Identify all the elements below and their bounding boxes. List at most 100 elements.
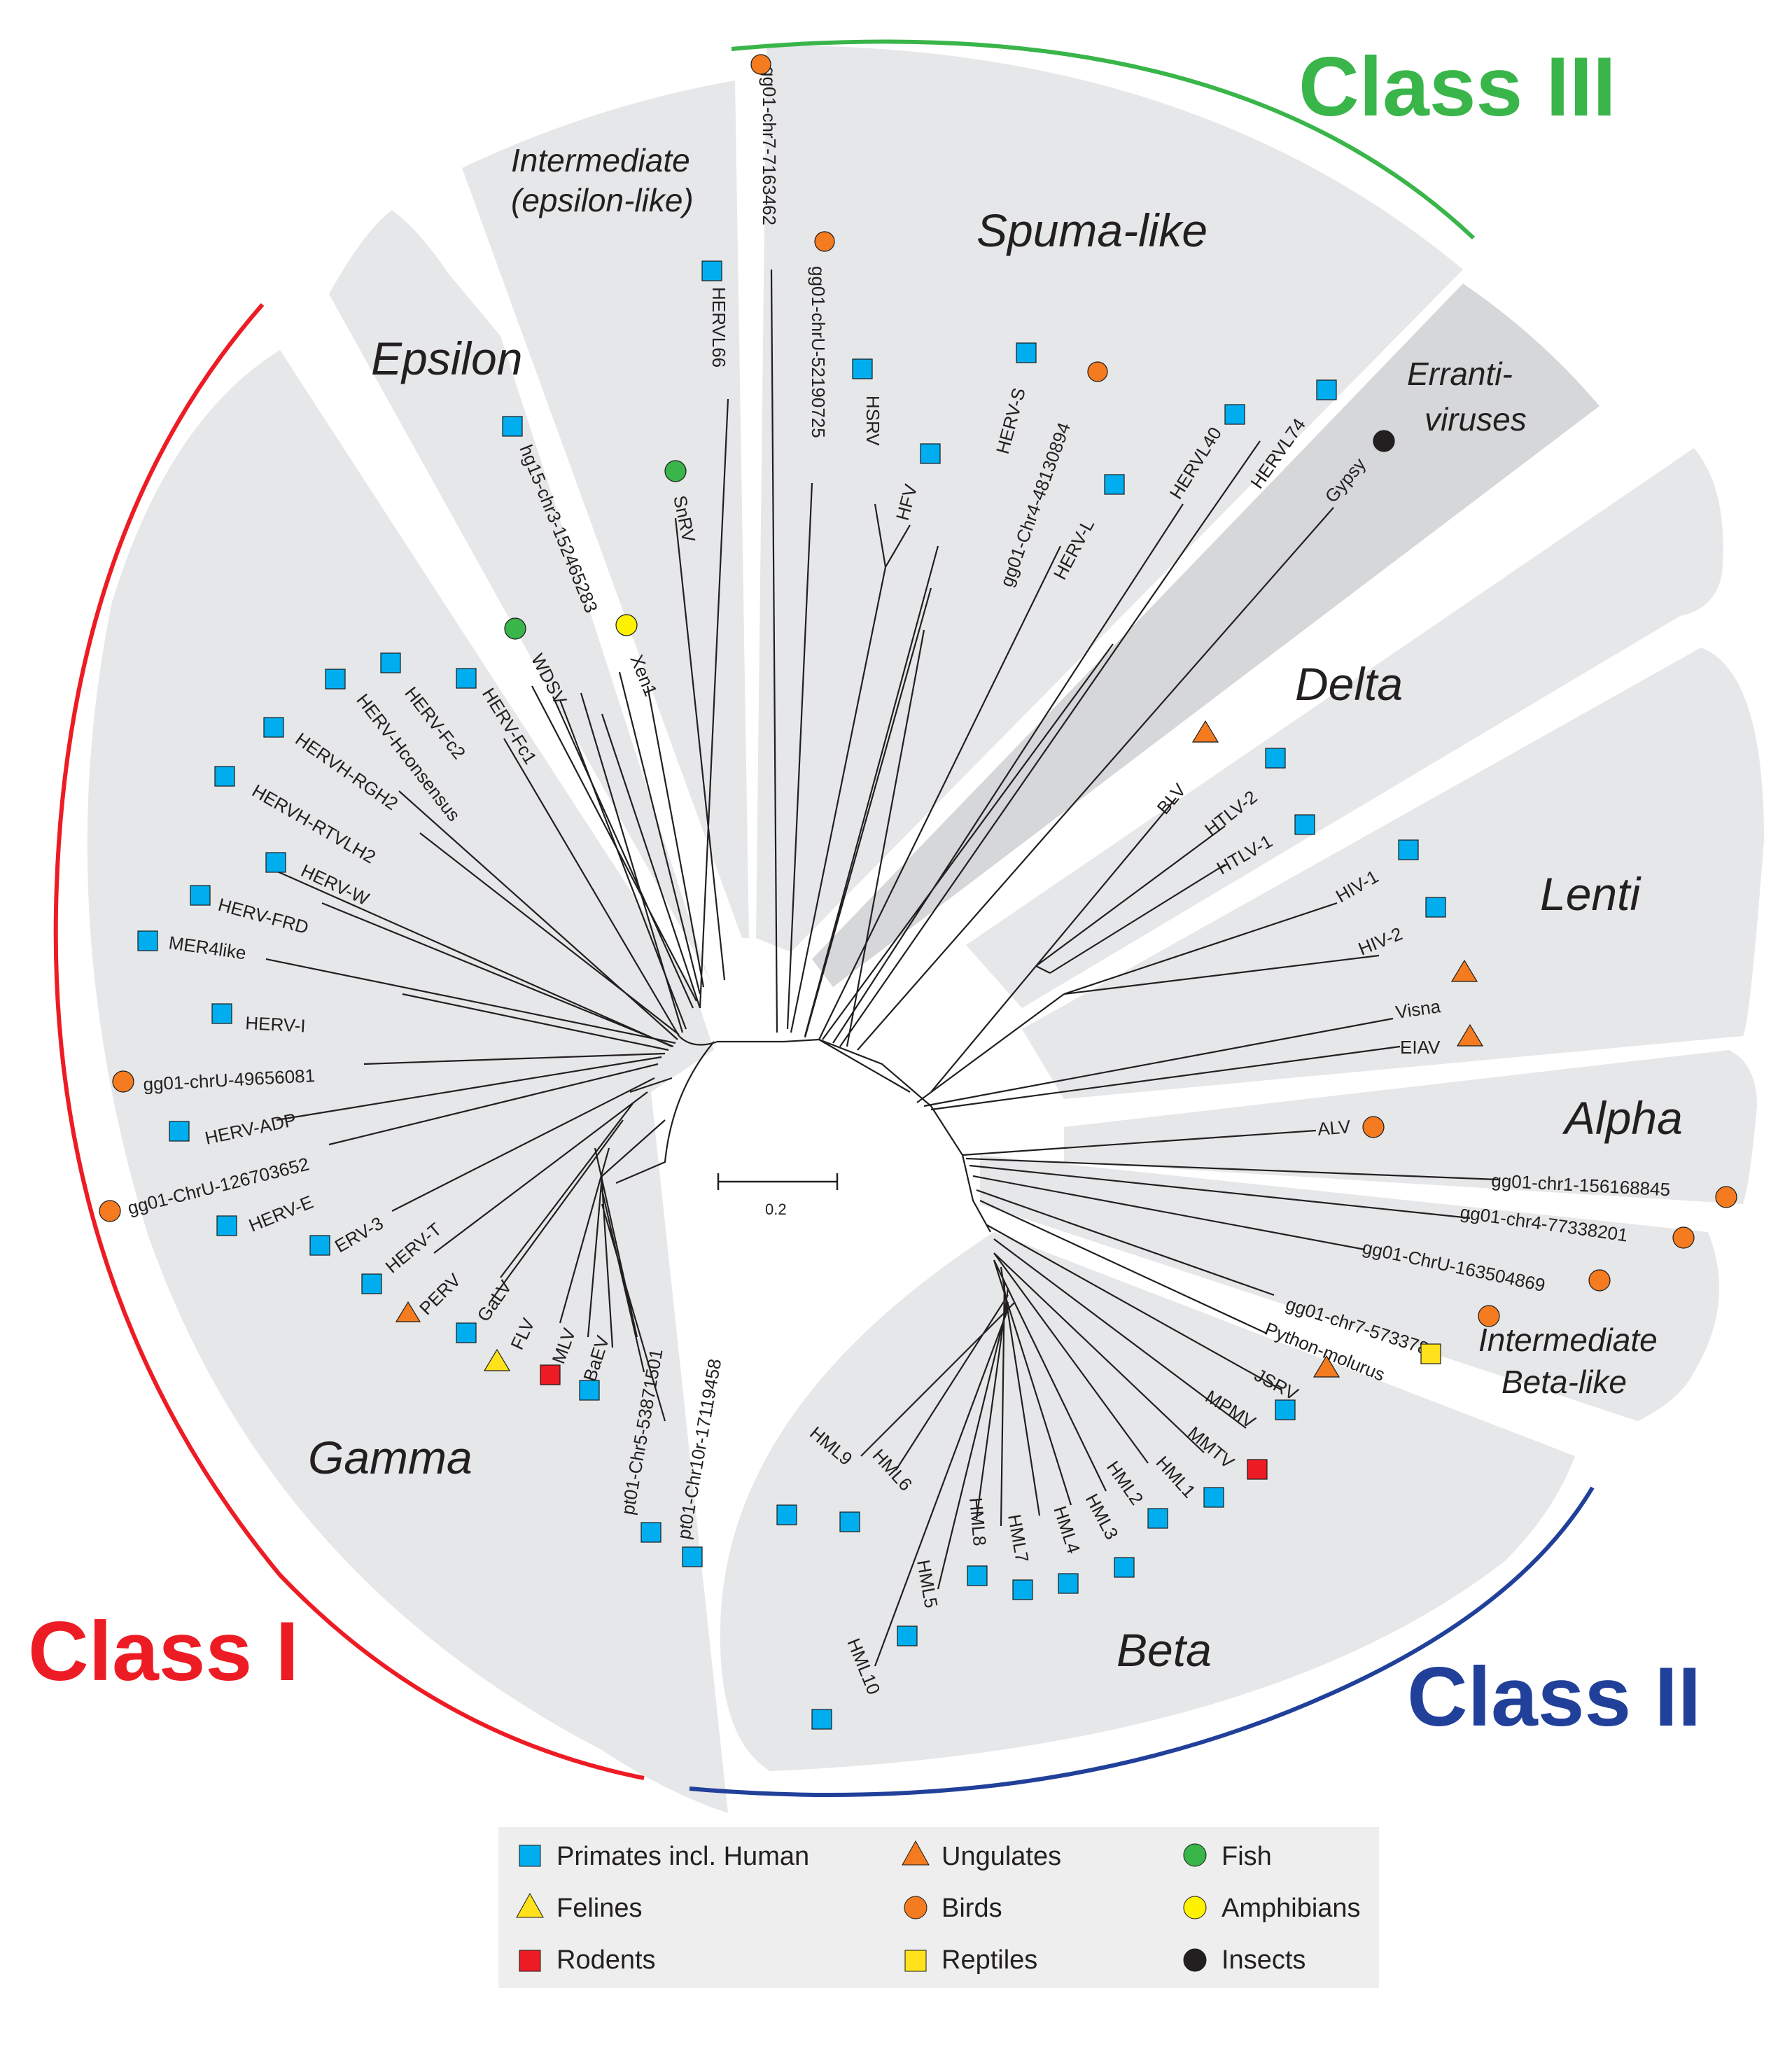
- group-label-gamma: Gamma: [308, 1432, 472, 1483]
- class-1-arc: [53, 303, 645, 1780]
- marker-bird: [99, 1200, 121, 1222]
- leaf-label: gg01-chr7-7163462: [759, 67, 780, 225]
- leaf-label: ALV: [1317, 1116, 1352, 1140]
- marker-primate: [811, 1709, 832, 1730]
- marker-primate: [579, 1380, 600, 1401]
- marker-primate: [456, 668, 477, 689]
- lenti-branches: [916, 902, 1401, 1111]
- marker-primate: [967, 1565, 988, 1586]
- group-label-epsilon: Epsilon: [371, 333, 522, 384]
- group-label-errantiviruses-2: viruses: [1424, 401, 1527, 438]
- legend-box: [498, 1827, 1379, 1988]
- marker-primate: [309, 1235, 330, 1256]
- marker-primate: [920, 443, 941, 464]
- legend-ungulate-icon: [902, 1840, 930, 1866]
- legend-label: Fish: [1222, 1842, 1272, 1871]
- legend-amphibian-icon: [1183, 1896, 1207, 1919]
- spuma-branches: [786, 440, 1261, 1047]
- class-1-label: Class I: [28, 1604, 299, 1698]
- marker-primate: [1294, 814, 1315, 835]
- marker-insect: [1373, 430, 1395, 452]
- marker-primate: [1016, 342, 1037, 363]
- marker-fish: [664, 460, 687, 482]
- errantivirus-branch: [857, 507, 1334, 1051]
- tree-backbone: [615, 1035, 991, 1233]
- marker-bird: [1087, 361, 1108, 382]
- class-2-arc: [689, 1486, 1595, 1797]
- marker-primate: [1104, 474, 1125, 495]
- marker-primate: [776, 1504, 797, 1525]
- marker-primate: [380, 652, 401, 673]
- alpha-branches: [962, 1129, 1499, 1334]
- marker-bird: [1362, 1116, 1385, 1138]
- marker-ungulate: [395, 1301, 421, 1322]
- scale-label: 0.2: [765, 1201, 787, 1218]
- legend-feline-icon: [516, 1892, 544, 1918]
- marker-bird: [750, 54, 771, 75]
- marker-primate: [502, 416, 523, 437]
- leaf-markers: [99, 54, 1737, 1730]
- marker-primate: [214, 766, 235, 787]
- sector-epsilon: [329, 210, 714, 987]
- legend-label: Reptiles: [941, 1945, 1037, 1975]
- marker-bird: [1588, 1269, 1611, 1292]
- marker-primate: [1012, 1579, 1033, 1600]
- marker-amphibian: [615, 614, 638, 636]
- group-label-beta: Beta: [1116, 1624, 1212, 1676]
- class-3-arc: [731, 39, 1476, 240]
- marker-ungulate: [1191, 720, 1219, 743]
- leaf-label: EIAV: [1400, 1037, 1441, 1058]
- marker-primate: [1316, 379, 1337, 400]
- marker-primate: [325, 669, 346, 690]
- leaf-label: HERV-I: [245, 1012, 307, 1036]
- sector-lenti: [1022, 648, 1764, 1099]
- leaf-label: HSRV: [862, 396, 883, 446]
- sector-delta: [966, 448, 1723, 1008]
- marker-ungulate: [1456, 1023, 1484, 1047]
- marker-primate: [211, 1003, 232, 1024]
- group-label-intermediate-beta-1: Intermediate: [1478, 1322, 1658, 1358]
- marker-primate: [1147, 1508, 1168, 1529]
- marker-rodent: [540, 1364, 561, 1385]
- marker-bird: [814, 231, 835, 252]
- delta-branches: [930, 797, 1226, 1093]
- marker-bird: [112, 1070, 134, 1093]
- legend-label: Rodents: [556, 1945, 656, 1975]
- sector-errantiviruses: [812, 284, 1600, 987]
- legend-reptile-icon: [904, 1950, 927, 1972]
- group-label-lenti: Lenti: [1540, 868, 1642, 920]
- marker-primate: [1275, 1399, 1296, 1420]
- legend-label: Birds: [941, 1894, 1002, 1923]
- marker-primate: [1265, 748, 1286, 769]
- marker-rodent: [1247, 1459, 1268, 1480]
- legend-label: Ungulates: [941, 1842, 1061, 1871]
- marker-primate: [263, 717, 284, 738]
- class-3-label: Class III: [1298, 40, 1616, 134]
- leaf-label: HERVL66: [708, 287, 729, 368]
- gamma-branches: [265, 692, 687, 1422]
- marker-primate: [1425, 897, 1446, 918]
- marker-primate: [640, 1522, 662, 1543]
- group-labels: Gamma Epsilon Intermediate (epsilon-like…: [308, 142, 1683, 1676]
- marker-feline: [483, 1348, 511, 1371]
- group-label-errantiviruses-1: Erranti-: [1407, 356, 1513, 392]
- marker-primate: [839, 1511, 860, 1532]
- group-label-delta: Delta: [1295, 658, 1403, 710]
- legend-bird-icon: [904, 1896, 927, 1919]
- marker-fish: [504, 617, 526, 640]
- marker-primate: [1224, 404, 1245, 425]
- marker-primate: [1398, 839, 1419, 860]
- tree-branches: [265, 269, 1499, 1667]
- group-label-intermediate-beta-2: Beta-like: [1502, 1364, 1627, 1400]
- legend-fish-icon: [1183, 1843, 1207, 1867]
- sector-spuma: [756, 45, 1463, 953]
- marker-primate: [190, 885, 211, 906]
- marker-primate: [361, 1273, 382, 1294]
- legend-label: Primates incl. Human: [556, 1842, 809, 1871]
- marker-primate: [169, 1121, 190, 1142]
- marker-bird: [1715, 1186, 1737, 1208]
- legend-label: Amphibians: [1222, 1894, 1361, 1923]
- marker-bird: [1478, 1305, 1500, 1327]
- scale-bar: 0.2: [717, 1173, 839, 1218]
